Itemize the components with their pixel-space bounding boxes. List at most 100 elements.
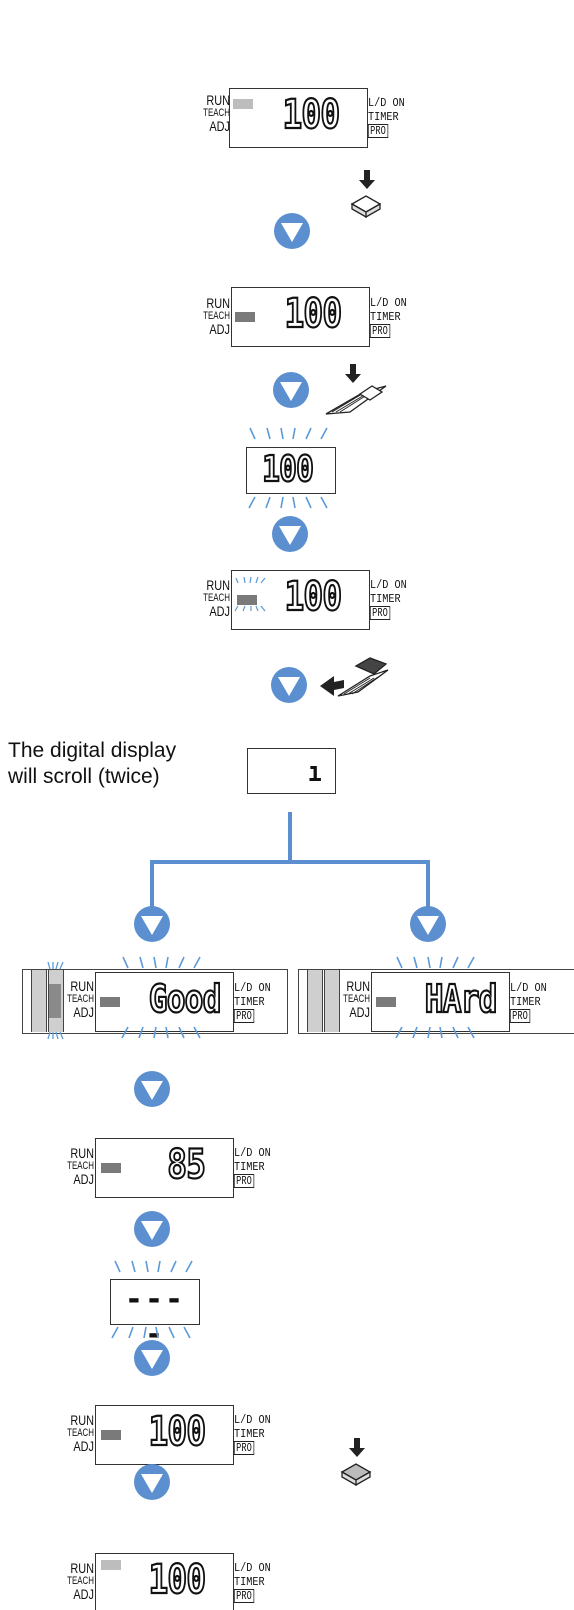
hard-right-labels: L/D ON TIMER PRO xyxy=(510,981,553,1023)
timer-label: TIMER xyxy=(370,592,401,606)
ld-on-label: L/D ON xyxy=(510,981,547,995)
panel85-right-labels: L/D ON TIMER PRO xyxy=(234,1146,277,1188)
panel85-left-labels: RUN TEACH ADJ xyxy=(50,1145,94,1187)
run-label: RUN xyxy=(206,577,230,593)
blink-rays-icon xyxy=(234,576,266,612)
down-arrow-icon xyxy=(274,213,310,249)
run-label: RUN xyxy=(346,978,370,994)
blink-rays-icon xyxy=(47,961,64,1040)
teach-label: TEACH xyxy=(67,1575,94,1587)
run-label: RUN xyxy=(70,1412,94,1428)
timer-label: TIMER xyxy=(510,995,541,1009)
down-arrow-icon xyxy=(134,1071,170,1107)
final1-screen: 100 xyxy=(95,1405,234,1465)
ld-on-label: L/D ON xyxy=(368,96,405,110)
timer-label: TIMER xyxy=(370,310,401,324)
teach-indicator xyxy=(101,1430,121,1440)
panel4-right-labels: L/D ON TIMER PRO xyxy=(370,578,413,620)
scroll-note: The digital display will scroll (twice) xyxy=(8,738,176,790)
timer-label: TIMER xyxy=(234,1427,265,1441)
pro-label: PRO xyxy=(370,606,390,620)
final1-digits: 100 xyxy=(147,1408,206,1456)
teach-label: TEACH xyxy=(203,592,230,604)
pro-label: PRO xyxy=(370,324,390,338)
panel4-left-labels: RUN TEACH ADJ xyxy=(186,577,230,618)
blink-rays-icon xyxy=(111,1326,191,1339)
adj-label: ADJ xyxy=(209,321,230,337)
hard-screen: HArd xyxy=(371,972,510,1032)
panel85-screen: 85 xyxy=(95,1138,234,1198)
ld-on-label: L/D ON xyxy=(234,1561,271,1575)
flow-branch-lines xyxy=(150,812,430,910)
panel4-screen: 100 xyxy=(231,570,370,630)
adj-label: ADJ xyxy=(73,1004,94,1020)
down-arrow-icon xyxy=(410,906,446,942)
panel3-screen: 100 xyxy=(246,447,336,494)
teach-label: TEACH xyxy=(203,107,230,119)
dashes-screen: ---- xyxy=(110,1279,200,1352)
timer-label: TIMER xyxy=(234,995,265,1009)
adj-label: ADJ xyxy=(73,1438,94,1454)
teach-indicator xyxy=(235,312,255,322)
ld-on-label: L/D ON xyxy=(234,1146,271,1160)
scroll-digit: ı xyxy=(307,755,322,788)
run-indicator xyxy=(101,1560,121,1570)
sensor-teach-icon xyxy=(325,364,387,415)
pro-label: PRO xyxy=(368,124,388,138)
panel2-left-labels: RUN TEACH ADJ xyxy=(186,295,230,337)
final1-left-labels: RUN TEACH ADJ xyxy=(50,1412,94,1454)
final2-digits: 100 xyxy=(147,1556,206,1604)
final2-right-labels: L/D ON TIMER PRO xyxy=(234,1561,277,1603)
button-press-icon xyxy=(350,170,382,219)
panel1-screen: 100 xyxy=(229,88,368,148)
button-press-icon xyxy=(340,1438,372,1487)
final2-left-labels: RUN TEACH ADJ xyxy=(50,1560,94,1602)
run-label: RUN xyxy=(206,295,230,311)
pro-label: PRO xyxy=(234,1009,254,1023)
blink-rays-icon xyxy=(249,427,328,440)
run-label: RUN xyxy=(70,978,94,994)
ld-on-label: L/D ON xyxy=(234,981,271,995)
teach-indicator xyxy=(237,595,257,605)
teach-label: TEACH xyxy=(67,1160,94,1172)
teach-label: TEACH xyxy=(67,1427,94,1439)
final2-screen: 100 xyxy=(95,1553,234,1610)
timer-label: TIMER xyxy=(368,110,399,124)
run-label: RUN xyxy=(70,1560,94,1576)
adj-label: ADJ xyxy=(73,1171,94,1187)
teach-indicator xyxy=(376,997,396,1007)
blink-rays-icon xyxy=(395,1026,475,1039)
panel1-left-labels: RUN TEACH ADJ xyxy=(186,92,230,134)
down-arrow-icon xyxy=(271,667,307,703)
timer-label: TIMER xyxy=(234,1575,265,1589)
panel2-digits: 100 xyxy=(283,290,342,338)
run-label: RUN xyxy=(206,92,230,108)
run-label: RUN xyxy=(70,1145,94,1161)
pro-label: PRO xyxy=(510,1009,530,1023)
scroll-screen: ı xyxy=(247,748,336,794)
panel4-digits: 100 xyxy=(283,573,342,621)
panel1-right-labels: L/D ON TIMER PRO xyxy=(368,96,411,138)
down-arrow-icon xyxy=(272,516,308,552)
teach-label: TEACH xyxy=(203,310,230,322)
blink-rays-icon xyxy=(122,956,201,969)
adj-label: ADJ xyxy=(73,1586,94,1602)
panel85-digits: 85 xyxy=(166,1141,206,1189)
blink-rays-icon xyxy=(248,496,328,509)
down-arrow-icon xyxy=(134,906,170,942)
blink-rays-icon xyxy=(114,1260,193,1273)
ld-on-label: L/D ON xyxy=(234,1413,271,1427)
ld-on-label: L/D ON xyxy=(370,296,407,310)
blink-rays-icon xyxy=(396,956,475,969)
pro-label: PRO xyxy=(234,1589,254,1603)
good-digits: Good xyxy=(148,976,222,1022)
note-line1: The digital display xyxy=(8,739,177,762)
sensor-teach-icon xyxy=(320,657,389,697)
pro-label: PRO xyxy=(234,1174,254,1188)
adj-label: ADJ xyxy=(209,118,230,134)
note-line2: will scroll (twice) xyxy=(8,765,160,788)
adj-label: ADJ xyxy=(349,1004,370,1020)
teach-indicator xyxy=(101,1163,121,1173)
ld-on-label: L/D ON xyxy=(370,578,407,592)
teach-label: TEACH xyxy=(343,993,370,1005)
